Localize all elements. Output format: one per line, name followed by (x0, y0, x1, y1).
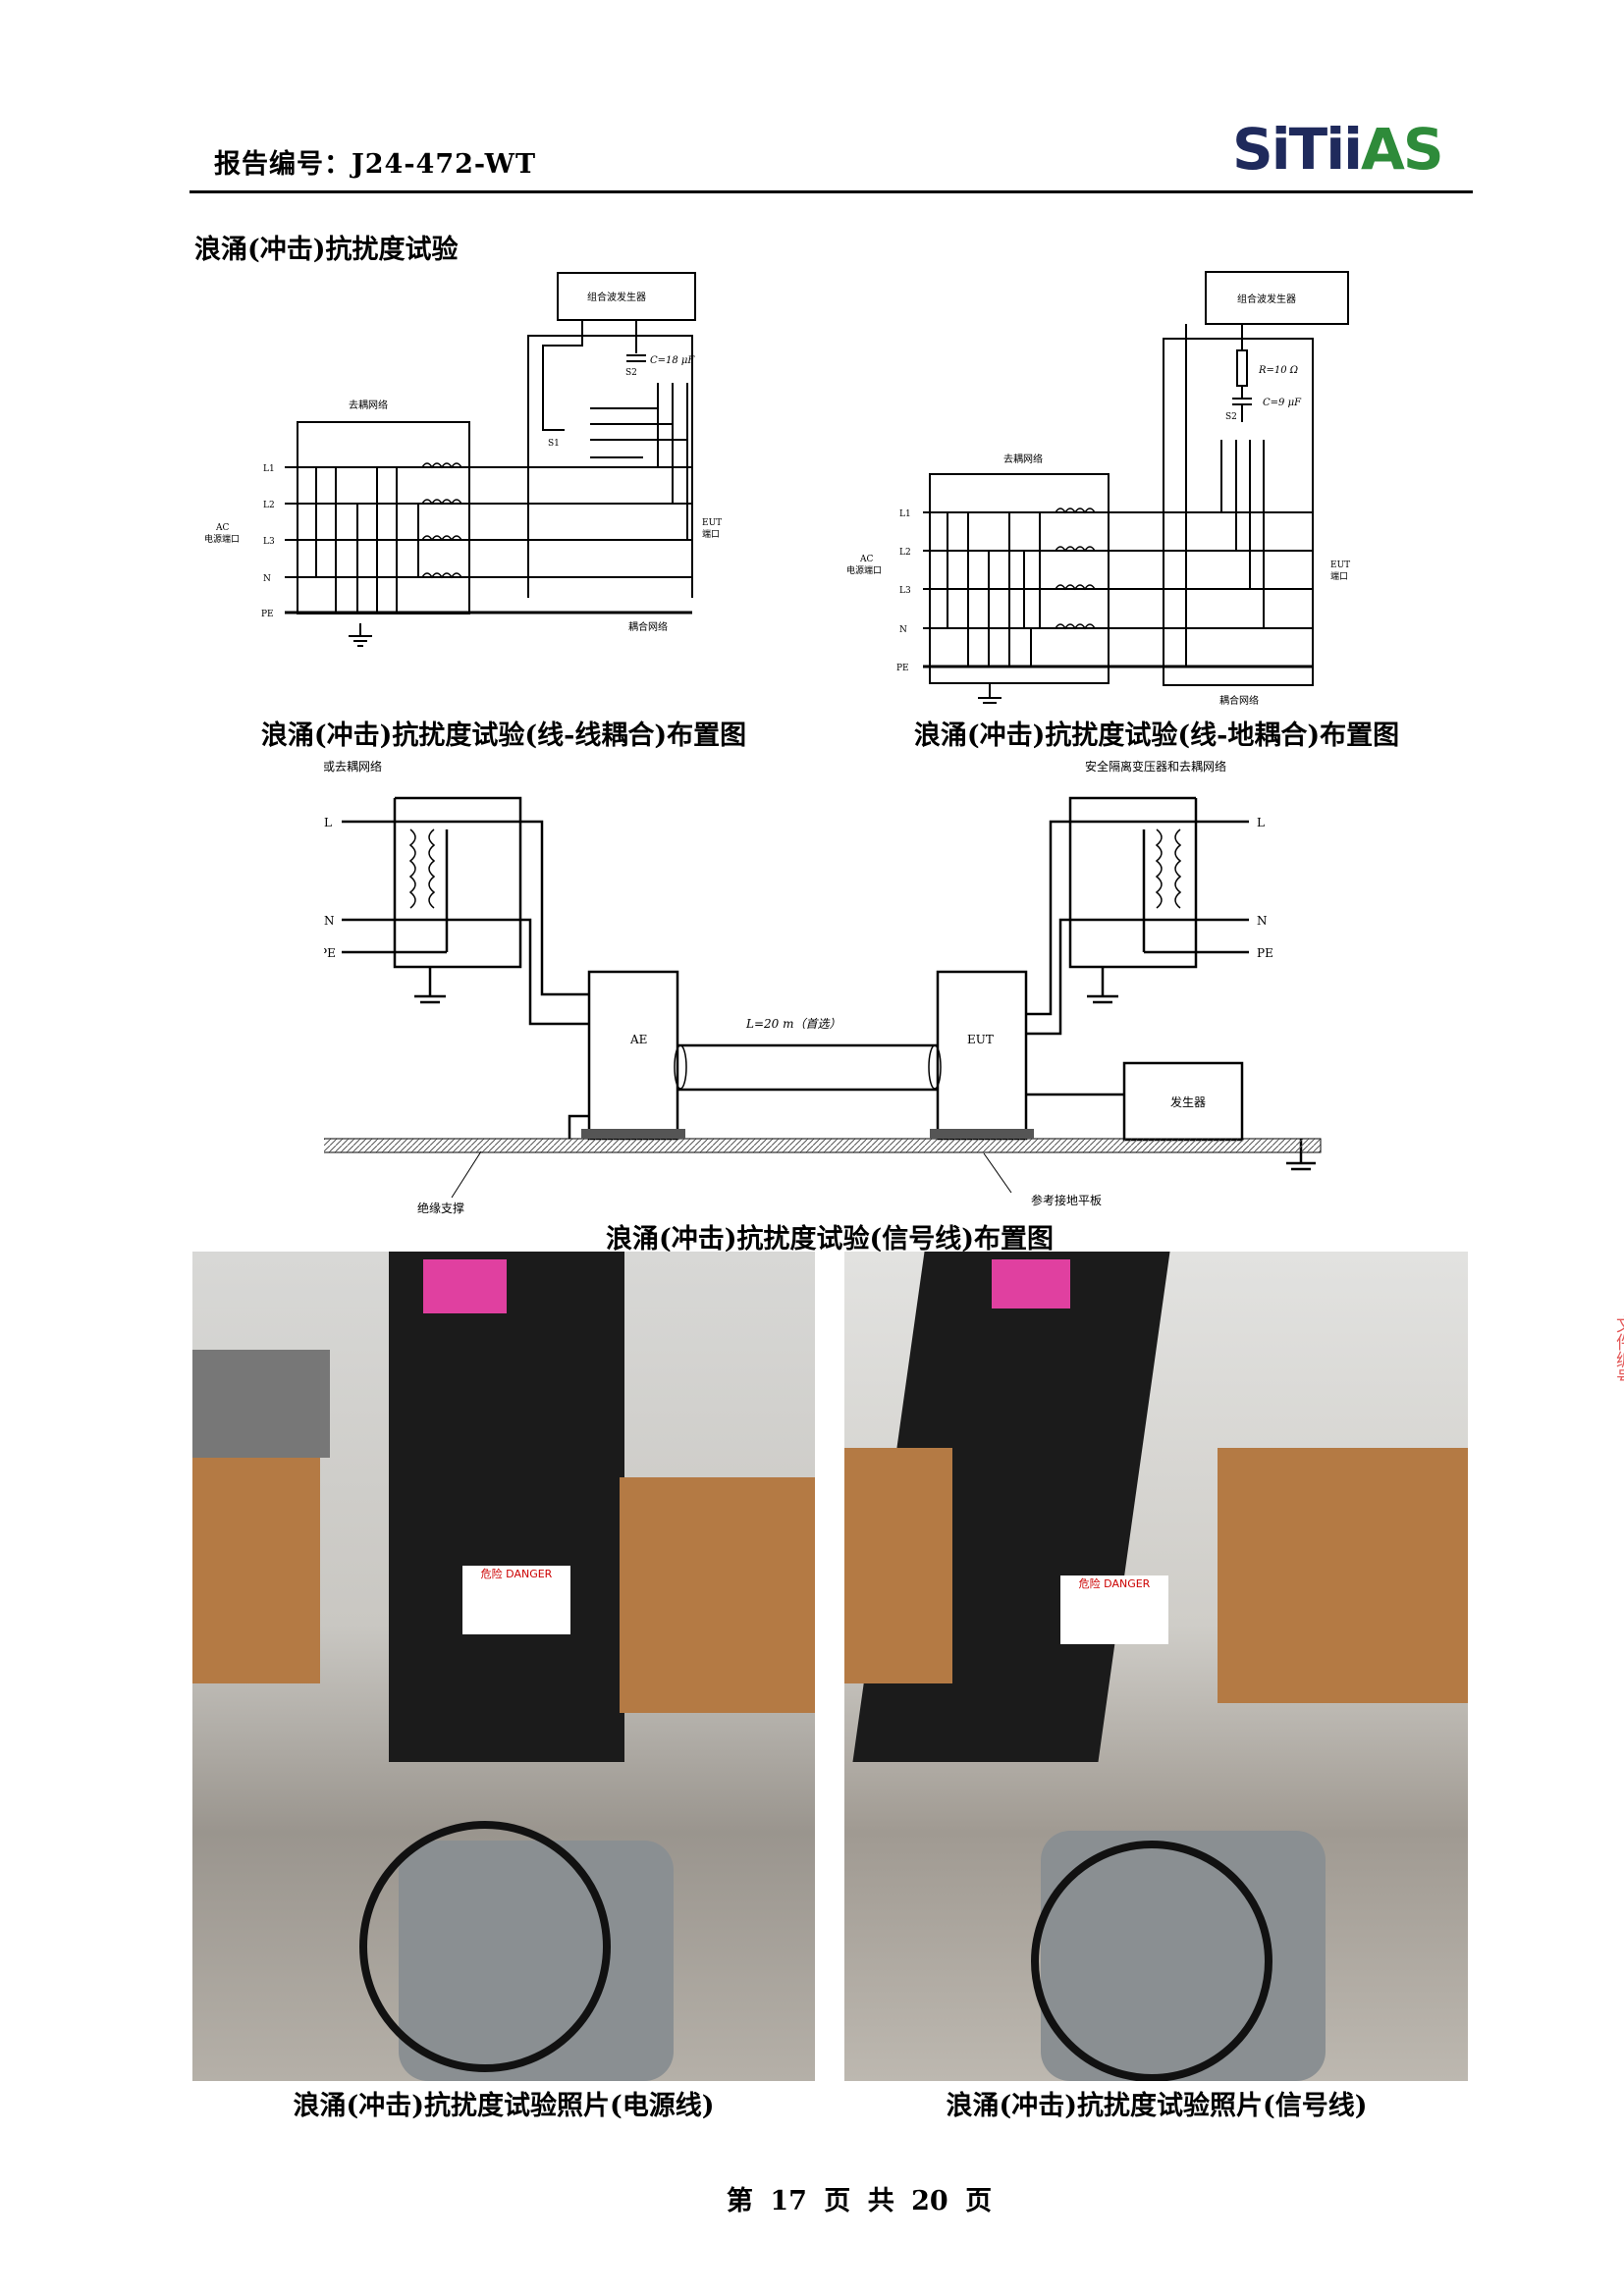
photo-signal-line: 危险 DANGER (844, 1252, 1468, 2081)
right-pe-label: PE (1257, 946, 1273, 960)
handwheel (1031, 1841, 1272, 2081)
wooden-table (620, 1477, 815, 1713)
capacitor-label: C=18 μF (650, 355, 695, 366)
section-title: 浪涌(冲击)抗扰度试验 (194, 235, 459, 265)
header-divider (189, 190, 1473, 193)
ac-port-label: 电源端口 (204, 533, 240, 545)
line-label: PE (261, 610, 274, 619)
right-l-label: L (1257, 816, 1265, 829)
eut-label: EUT (967, 1033, 994, 1046)
surge-generator-rack (389, 1252, 624, 1762)
line-label: N (263, 574, 271, 584)
ac-port-label: 电源端口 (846, 564, 882, 576)
line-label: N (899, 625, 907, 635)
right-n-label: N (1257, 914, 1268, 928)
switch-label: S2 (625, 368, 637, 378)
line-label: L1 (899, 509, 911, 519)
left-pe-label: PE (324, 946, 336, 960)
decoupling-label: 去耦网络 (1003, 453, 1043, 465)
eut-port-label: 端口 (1330, 570, 1348, 582)
caption-photo-power: 浪涌(冲击)抗扰度试验照片(电源线) (293, 2091, 715, 2121)
eut-label: EUT (702, 518, 722, 528)
switch-label: S2 (1225, 412, 1237, 422)
ae-label: AE (629, 1033, 647, 1046)
switch-label: S1 (548, 439, 560, 449)
right-network-title: 安全隔离变压器和去耦网络 (1085, 759, 1226, 774)
line-label: L3 (899, 586, 911, 596)
line-ground-coupling-diagram: 组合波发生器 R=10 Ω C=9 μF 去耦网络 耦合网络 AC 电源端口 E… (846, 271, 1350, 707)
ac-label: AC (859, 555, 873, 564)
danger-sign: 危险 DANGER (462, 1566, 570, 1634)
generator-label: 发生器 (1170, 1095, 1206, 1109)
wooden-table (1218, 1448, 1468, 1703)
left-network-title: 安全隔离变压器或去耦网络 (324, 759, 382, 774)
decoupling-label: 去耦网络 (349, 399, 388, 411)
coupling-label: 耦合网络 (628, 620, 668, 633)
photo-power-line: 危险 DANGER (192, 1252, 815, 2081)
capacitor-label: C=9 μF (1263, 398, 1302, 408)
page-number: 第 17 页 共 20 页 (726, 2186, 993, 2216)
generator-display (423, 1259, 507, 1313)
line-label: PE (896, 664, 909, 673)
caption-line-ground: 浪涌(冲击)抗扰度试验(线-地耦合)布置图 (913, 721, 1400, 751)
generator-label: 组合波发生器 (587, 291, 646, 303)
danger-sign: 危险 DANGER (1060, 1575, 1168, 1644)
line-label: L1 (263, 464, 275, 474)
line-label: L2 (263, 501, 275, 510)
report-number: 报告编号：J24-472-WT (214, 149, 537, 180)
left-n-label: N (324, 914, 335, 928)
line-label: L2 (899, 548, 911, 558)
caption-photo-signal: 浪涌(冲击)抗扰度试验照片(信号线) (946, 2091, 1368, 2121)
eut-label: EUT (1330, 561, 1350, 570)
left-l-label: L (324, 816, 332, 829)
company-logo: SiTiiAS (1232, 116, 1444, 183)
signal-line-diagram: 安全隔离变压器或去耦网络 安全隔离变压器和去耦网络 L N PE L N PE … (324, 759, 1322, 1215)
equipment (192, 1350, 330, 1458)
line-label: L3 (263, 537, 275, 547)
ac-label: AC (215, 523, 229, 533)
side-stamp: 文件编号 (1613, 1315, 1624, 1386)
eut-port-label: 端口 (702, 528, 720, 540)
ground-plane-label: 参考接地平板 (1031, 1193, 1102, 1207)
caption-signal-line: 浪涌(冲击)抗扰度试验(信号线)布置图 (605, 1224, 1055, 1255)
insulation-support-label: 绝缘支撑 (417, 1201, 464, 1215)
coupling-label: 耦合网络 (1219, 694, 1259, 707)
wooden-table (844, 1448, 952, 1683)
handwheel (359, 1821, 611, 2072)
generator-display (992, 1259, 1070, 1308)
cable-length-label: L=20 m（首选） (745, 1017, 841, 1031)
generator-label: 组合波发生器 (1237, 293, 1296, 305)
line-line-coupling-diagram: 组合波发生器 C=18 μF 去耦网络 耦合网络 AC 电源端口 EUT 端口 … (204, 272, 722, 647)
caption-line-line: 浪涌(冲击)抗扰度试验(线-线耦合)布置图 (260, 721, 747, 751)
wooden-table (192, 1428, 320, 1683)
resistor-label: R=10 Ω (1258, 365, 1298, 376)
